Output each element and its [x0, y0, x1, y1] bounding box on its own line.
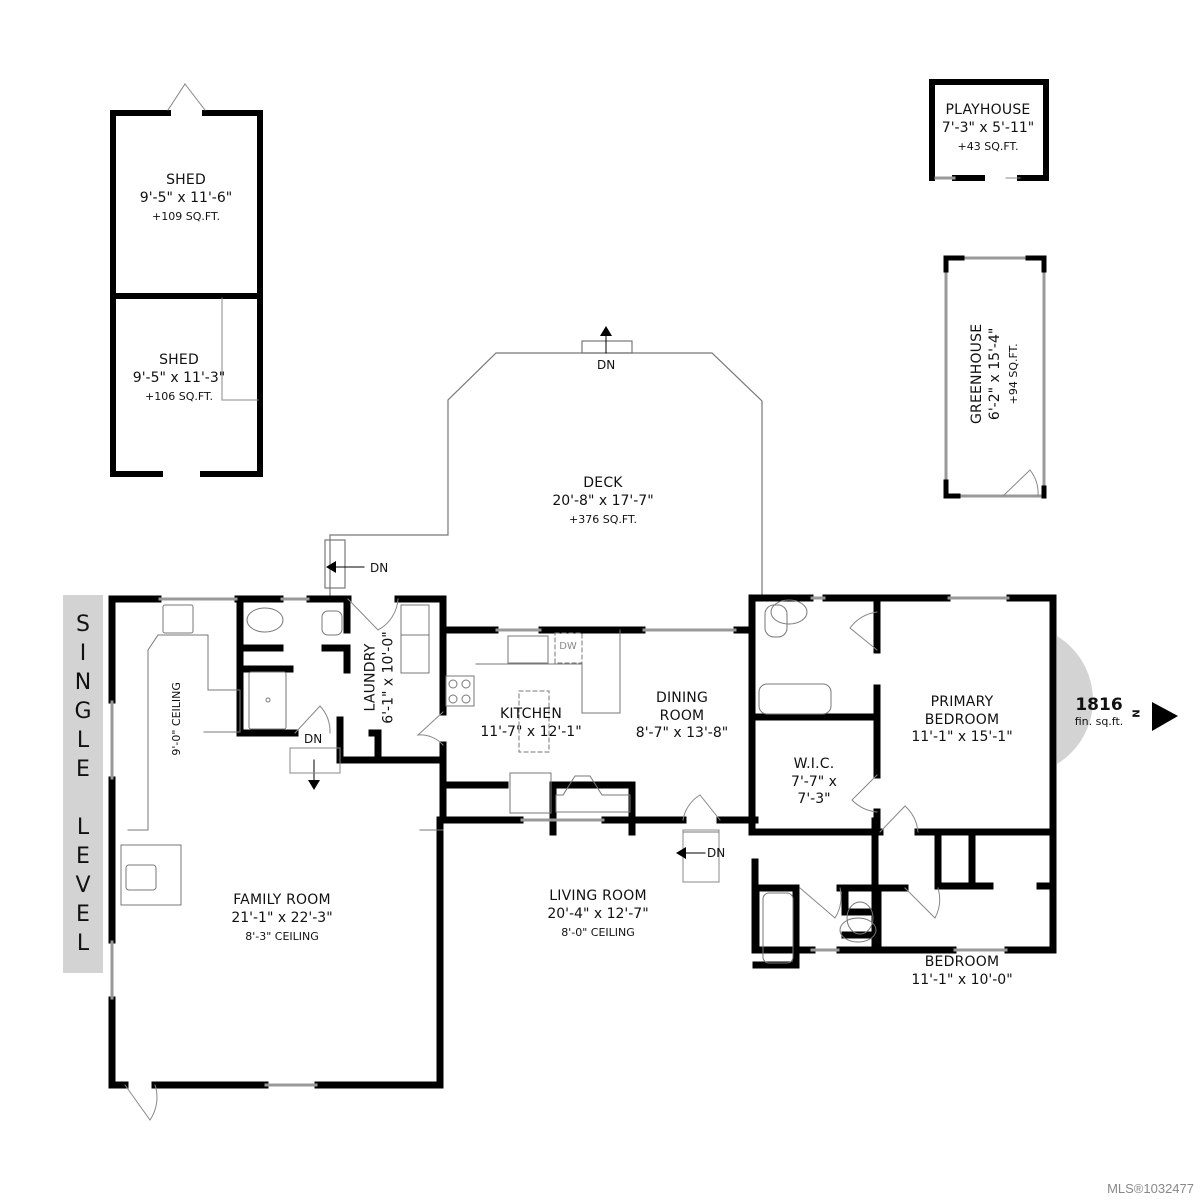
mls-number: MLS®1032477 [1107, 1181, 1194, 1196]
room-label-greenhouse: GREENHOUSE 6'-2" x 15'-4" +94 SQ.FT. [969, 323, 1021, 425]
room-label-dining: DINING ROOM 8'-7" x 13'-8" [635, 690, 729, 741]
shed-walls [110, 110, 263, 477]
fixtures [120, 599, 877, 964]
dishwasher-label: DW [559, 641, 577, 652]
finished-area-badge: 1816 fin. sq.ft. [1074, 695, 1124, 728]
level-label-bar [63, 595, 103, 973]
level-label: S I N G L E L E V E L [74, 612, 92, 956]
room-label-wic: W.I.C. 7'-7" x 7'-3" [791, 756, 837, 807]
room-label-laundry: LAUNDRY 6'-1" x 10'-0" [362, 631, 397, 724]
north-arrow-icon [1152, 702, 1178, 731]
room-label-kitchen: KITCHEN 11'-7" x 12'-1" [480, 706, 582, 740]
compass-disc [1057, 636, 1093, 764]
room-label-deck: DECK 20'-8" x 17'-7" +376 SQ.FT. [552, 475, 654, 526]
room-label-primary-bedroom: PRIMARY BEDROOM 11'-1" x 15'-1" [911, 694, 1013, 745]
room-label-shed-2: SHED 9'-5" x 11'-3" +106 SQ.FT. [132, 352, 226, 403]
room-label-shed-1: SHED 9'-5" x 11'-6" +109 SQ.FT. [139, 172, 233, 223]
playhouse-walls [929, 79, 1049, 181]
room-label-playhouse: PLAYHOUSE 7'-3" x 5'-11" +43 SQ.FT. [941, 102, 1035, 153]
stair-down-label: DN [370, 561, 389, 575]
house-walls [108, 594, 1057, 1089]
room-label-bedroom: BEDROOM 11'-1" x 10'-0" [911, 954, 1013, 988]
greenhouse-walls [943, 255, 1047, 499]
stair-down-label: DN [597, 358, 616, 372]
stair-arrowheads [308, 326, 686, 859]
ceiling-note-nook: 9'-0" CEILING [170, 682, 184, 756]
room-label-family-room: FAMILY ROOM 21'-1" x 22'-3" 8'-3" CEILIN… [231, 892, 333, 943]
deck-outline [324, 340, 763, 599]
room-label-living-room: LIVING ROOM 20'-4" x 12'-7" 8'-0" CEILIN… [547, 888, 649, 939]
stair-down-label: DN [707, 846, 726, 860]
north-label: N [1129, 709, 1141, 718]
door-swings [124, 177, 1039, 1121]
stair-down-label: DN [304, 732, 323, 746]
windows [110, 596, 1010, 1087]
